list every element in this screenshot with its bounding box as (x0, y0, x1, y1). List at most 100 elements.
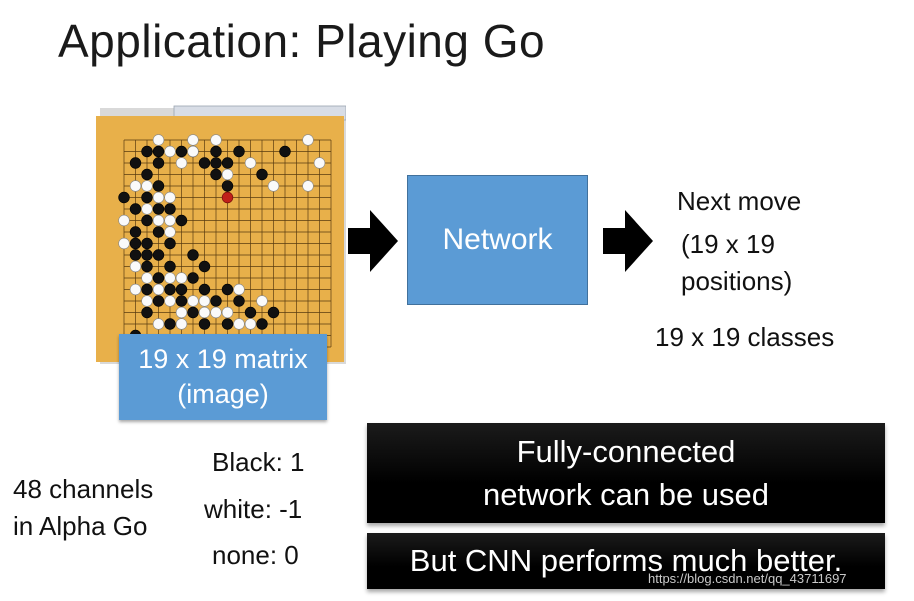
white-stone (313, 157, 326, 169)
white-stone (187, 295, 199, 307)
channels-line2: in Alpha Go (13, 511, 148, 541)
white-stone (210, 134, 222, 146)
black-stone (221, 318, 234, 330)
white-stone (244, 318, 257, 330)
white-stone (187, 134, 199, 146)
arrow-right-icon (348, 210, 398, 272)
black-stone (141, 249, 153, 261)
black-stone (129, 226, 142, 238)
white-stone (141, 295, 153, 307)
black-stone (152, 180, 165, 192)
black-stone (233, 295, 245, 307)
black-stone (152, 295, 165, 307)
black-stone (210, 157, 222, 169)
white-stone (210, 306, 222, 319)
black-stone (129, 157, 142, 169)
white-stone (302, 180, 314, 192)
white-stone (175, 306, 188, 319)
output-classes: 19 x 19 classes (655, 322, 835, 352)
fully-connected-line1: Fully-connected (516, 434, 736, 469)
black-stone (210, 145, 222, 158)
white-stone (141, 203, 153, 215)
white-stone (164, 272, 176, 284)
matrix-label-line2: (image) (177, 379, 269, 409)
black-stone (152, 203, 165, 215)
black-stone (256, 318, 268, 330)
network-box: Network (407, 175, 588, 305)
go-board (96, 105, 346, 364)
output-positions-line2: positions) (681, 266, 793, 296)
white-stone (118, 214, 130, 227)
black-stone (221, 180, 234, 192)
black-stone (152, 272, 165, 284)
black-stone (152, 249, 165, 261)
black-stone (152, 226, 165, 238)
white-stone (152, 283, 165, 296)
encoding-black: Black: 1 (212, 447, 305, 477)
go-board-screenshot (96, 102, 346, 364)
black-stone (210, 295, 222, 307)
black-stone (187, 306, 199, 319)
white-stone (141, 272, 153, 284)
white-stone (152, 214, 165, 227)
black-stone (244, 306, 257, 319)
slide-title: Application: Playing Go (58, 15, 546, 67)
matrix-label-line1: 19 x 19 matrix (138, 344, 308, 374)
black-stone (198, 318, 211, 330)
white-stone (187, 145, 199, 158)
black-stone (141, 145, 153, 158)
black-stone (164, 237, 176, 250)
white-stone (175, 157, 188, 169)
white-stone (164, 295, 176, 307)
black-stone (152, 145, 165, 158)
cnn-better-box: But CNN performs much better. (367, 533, 885, 589)
black-stone (141, 214, 153, 227)
black-stone (198, 283, 211, 296)
white-stone (198, 306, 211, 319)
white-stone (175, 272, 188, 284)
black-stone (164, 260, 176, 273)
fully-connected-line2: network can be used (482, 477, 770, 512)
white-stone (118, 237, 130, 250)
white-stone (164, 191, 176, 204)
black-stone (129, 237, 142, 250)
black-stone (141, 168, 153, 181)
channels-line1: 48 channels (13, 474, 154, 504)
black-stone (164, 203, 176, 215)
black-stone (233, 145, 245, 158)
black-stone (221, 283, 234, 296)
black-stone (267, 306, 280, 319)
white-stone (233, 283, 245, 296)
black-stone (175, 214, 188, 227)
black-stone (175, 295, 188, 307)
black-stone (221, 157, 234, 169)
white-stone (152, 318, 165, 330)
black-stone (256, 168, 268, 181)
watermark: https://blog.csdn.net/qq_43711697 (648, 571, 847, 586)
black-stone (152, 157, 165, 169)
white-stone (164, 226, 176, 238)
black-stone (198, 157, 211, 169)
black-stone (279, 145, 291, 158)
encoding-white: white: -1 (204, 494, 303, 524)
encoding-none: none: 0 (212, 540, 299, 570)
white-stone (129, 260, 142, 273)
black-stone (187, 272, 199, 284)
black-stone (164, 283, 176, 296)
white-stone (141, 180, 153, 192)
output-next-move: Next move (677, 186, 802, 216)
black-stone (198, 260, 211, 273)
last-move-stone (221, 191, 234, 204)
white-stone (267, 180, 280, 192)
matrix-label-box: 19 x 19 matrix (image) (119, 334, 327, 420)
black-stone (129, 203, 142, 215)
output-positions-line1: (19 x 19 (681, 229, 775, 259)
white-stone (221, 306, 234, 319)
arrow-right-icon (603, 210, 653, 272)
white-stone (256, 295, 268, 307)
white-stone (152, 134, 165, 146)
black-stone (141, 306, 153, 319)
white-stone (152, 191, 165, 204)
black-stone (141, 283, 153, 296)
white-stone (244, 157, 257, 169)
